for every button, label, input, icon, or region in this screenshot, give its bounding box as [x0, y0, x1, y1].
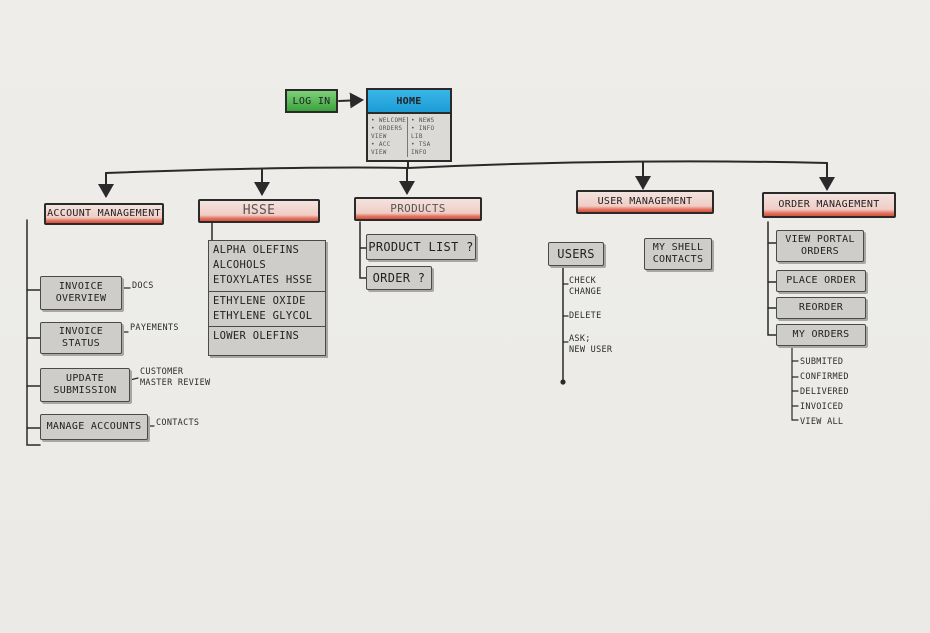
hsse-group-1[interactable]: ALPHA OLEFINS ALCOHOLS ETOXYLATES HSSE [209, 241, 325, 292]
page-order[interactable]: ORDER ? [366, 266, 432, 290]
login-node[interactable]: LOG IN [285, 89, 338, 113]
status-item: SUBMITED [800, 357, 844, 367]
page-line: OVERVIEW [55, 293, 107, 304]
status-item: VIEW ALL [800, 416, 844, 427]
page-line: CONTACTS [652, 254, 704, 265]
section-label: ORDER MANAGEMENT [778, 199, 880, 210]
user-action-ask-new-user: ASK;NEW USER [569, 334, 613, 356]
home-item: INFO [411, 149, 427, 157]
hsse-item: ALPHA OLEFINS [213, 244, 300, 256]
section-products[interactable]: PRODUCTS [354, 197, 482, 221]
page-line: MY ORDERS [792, 329, 850, 340]
page-line: PLACE ORDER [786, 275, 856, 286]
login-label: LOG IN [292, 95, 331, 107]
home-item: • TSA [411, 141, 431, 149]
page-line: INVOICE [58, 326, 104, 337]
note-payments: PAYEMENTS [130, 323, 179, 333]
hsse-item: LOWER OLEFINS [213, 330, 300, 343]
home-item: • WELCOME [371, 117, 407, 124]
hsse-item: ALCOHOLS [213, 259, 266, 272]
section-label: ACCOUNT MANAGEMENT [47, 208, 161, 219]
page-users[interactable]: USERS [548, 242, 604, 266]
page-line: SUBMISSION [53, 385, 117, 396]
hsse-item: ETHYLENE OXIDE [213, 294, 306, 307]
page-line: PRODUCT LIST ? [368, 239, 474, 254]
home-node[interactable]: HOME • WELCOME • ORDERS VIEW • ACC VIEW … [366, 88, 452, 162]
home-item: VIEW [371, 149, 387, 157]
section-label: PRODUCTS [390, 202, 446, 216]
status-item: CONFIRMED [800, 371, 849, 382]
section-label: USER MANAGEMENT [597, 196, 693, 207]
home-item: • INFO [411, 125, 435, 133]
home-item: • NEWS [411, 117, 435, 124]
home-left-column: • WELCOME • ORDERS VIEW • ACC VIEW [371, 117, 407, 157]
page-line: REORDER [798, 302, 844, 313]
home-item: LIB [411, 133, 423, 141]
note-contacts: CONTACTS [156, 418, 200, 428]
page-my-orders[interactable]: MY ORDERS [776, 324, 866, 346]
page-product-list[interactable]: PRODUCT LIST ? [366, 234, 476, 260]
page-line: INVOICE [58, 281, 104, 292]
hsse-group-3[interactable]: LOWER OLEFINS [209, 327, 325, 346]
account-spine [26, 219, 41, 446]
page-place-order[interactable]: PLACE ORDER [776, 270, 866, 292]
status-item: DELIVERED [800, 386, 849, 397]
page-manage-accounts[interactable]: MANAGE ACCOUNTS [40, 414, 148, 440]
page-line: UPDATE [66, 373, 104, 384]
page-reorder[interactable]: REORDER [776, 297, 866, 319]
orders-spine [767, 221, 777, 336]
home-item: • ORDERS [371, 125, 403, 133]
page-line: VIEW PORTAL [785, 234, 855, 245]
home-item: VIEW [371, 133, 387, 141]
note-docs: DOCS [132, 281, 154, 291]
page-line: ORDER ? [372, 270, 426, 285]
page-line: MY SHELL [652, 242, 704, 253]
home-right-column: • NEWS • INFO LIB • TSA INFO [407, 117, 447, 158]
hsse-item: ETOXYLATES HSSE [213, 274, 313, 287]
user-action-delete: DELETE [569, 311, 602, 321]
hsse-item: ETHYLENE GLYCOL [213, 309, 313, 322]
section-label: HSSE [242, 203, 276, 219]
products-spine [359, 221, 367, 279]
status-item: INVOICED [800, 401, 844, 412]
section-user-management[interactable]: USER MANAGEMENT [576, 190, 714, 214]
page-line: USERS [557, 246, 595, 261]
my-orders-status-list: SUBMITED CONFIRMED DELIVERED INVOICED VI… [800, 355, 849, 429]
home-title: HOME [368, 90, 450, 114]
login-home-arrow [338, 92, 364, 109]
hsse-group-2[interactable]: ETHYLENE OXIDE ETHYLENE GLYCOL [209, 292, 325, 328]
section-order-management[interactable]: ORDER MANAGEMENT [762, 192, 896, 218]
section-hsse[interactable]: HSSE [198, 199, 320, 223]
home-item: • ACC [371, 141, 391, 149]
page-line: STATUS [62, 338, 100, 349]
hsse-page-stack: ALPHA OLEFINS ALCOHOLS ETOXYLATES HSSE E… [208, 240, 326, 356]
section-account-management[interactable]: ACCOUNT MANAGEMENT [44, 203, 164, 225]
page-line: MANAGE ACCOUNTS [46, 421, 142, 432]
page-line: ORDERS [801, 246, 839, 257]
main-branch-line [105, 160, 828, 174]
